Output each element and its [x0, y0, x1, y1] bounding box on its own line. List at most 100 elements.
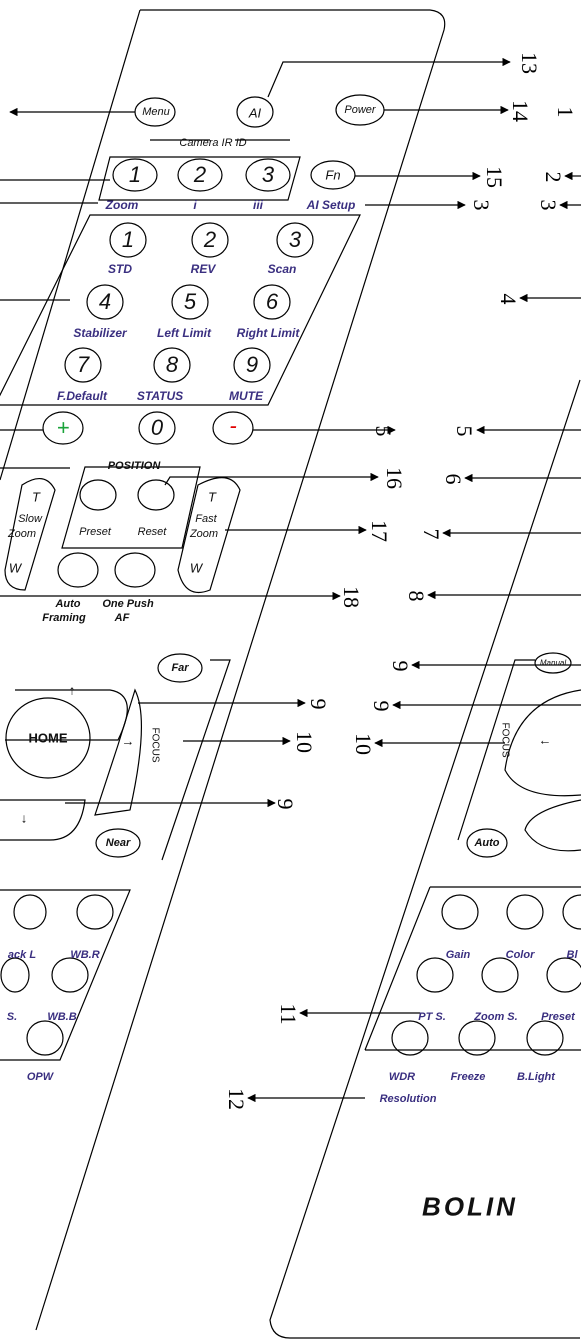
- key-label-left-limit: Left Limit: [157, 326, 211, 340]
- key-0: 0: [150, 415, 164, 440]
- camera-ir-3: 3: [261, 162, 275, 187]
- home-button: HOME: [28, 730, 68, 746]
- callout-2: 2: [541, 171, 566, 183]
- callout-5-left: 5: [371, 425, 396, 437]
- callout-14: 14: [508, 100, 533, 122]
- fast-zoom-line2: Zoom: [189, 528, 219, 540]
- focus-label-right: FOCUS: [499, 722, 511, 758]
- left-lower-label-1: ack L: [7, 949, 37, 961]
- grid-label-wdr: WDR: [388, 1071, 416, 1083]
- callout-12: 12: [224, 1088, 249, 1110]
- key-2: 2: [203, 227, 217, 252]
- callout-9-a: 9: [388, 660, 413, 672]
- auto-framing-line1: Auto: [55, 598, 81, 610]
- callout-6: 6: [441, 473, 466, 485]
- key-label-rev: REV: [190, 262, 216, 276]
- grid-label-color: Color: [505, 949, 535, 961]
- key-label-stabilizer: Stabilizer: [73, 326, 127, 340]
- minus-button: -: [229, 413, 237, 438]
- one-push-af-line1: One Push: [102, 598, 154, 610]
- camera-ir-label-i: i: [193, 198, 197, 212]
- ai-button: AI: [248, 105, 262, 121]
- manual-button: Manual: [539, 658, 567, 668]
- callout-3: 3: [536, 199, 561, 211]
- focus-label-left: FOCUS: [149, 727, 161, 763]
- callout-10-left: 10: [292, 731, 317, 753]
- fn-button: Fn: [325, 167, 341, 183]
- left-lower-label-5: OPW: [26, 1071, 54, 1083]
- up-arrow-icon: ↑: [68, 682, 76, 698]
- preset-label: Preset: [79, 526, 111, 538]
- camera-ir-2: 2: [193, 162, 207, 187]
- callout-9-b: 9: [369, 700, 394, 712]
- position-title: POSITION: [107, 460, 161, 472]
- callout-1: 1: [553, 106, 578, 118]
- reset-label: Reset: [137, 526, 167, 538]
- callout-9-focus-right: 9: [306, 698, 331, 710]
- key-8: 8: [165, 352, 179, 377]
- callout-3-left: 3: [469, 199, 494, 211]
- key-3: 3: [288, 227, 302, 252]
- key-label-scan: Scan: [267, 262, 297, 276]
- slow-zoom-t: T: [32, 489, 40, 505]
- callout-4: 4: [496, 293, 521, 305]
- callout-10: 10: [351, 733, 376, 755]
- key-5: 5: [183, 289, 197, 314]
- key-label-right-limit: Right Limit: [236, 326, 300, 340]
- left-lower-label-3: S.: [6, 1011, 18, 1023]
- callout-13: 13: [517, 52, 542, 74]
- slow-zoom-line2: Zoom: [7, 528, 37, 540]
- callout-8: 8: [404, 590, 429, 602]
- right-arrow-icon: →: [121, 733, 135, 749]
- key-4: 4: [98, 289, 112, 314]
- bolin-logo: BOLIN: [422, 1191, 518, 1222]
- callout-17: 17: [367, 520, 392, 542]
- callout-16: 16: [382, 467, 407, 489]
- grid-label-gain: Gain: [445, 949, 471, 961]
- fn-label: AI Setup: [306, 198, 356, 212]
- grid-label-bl: Bl: [566, 949, 578, 961]
- callout-15: 15: [482, 166, 507, 188]
- key-label-fdefault: F.Default: [56, 389, 108, 403]
- grid-label-freeze: Freeze: [450, 1071, 486, 1083]
- left-lower-label-4: WB.B: [47, 1011, 77, 1023]
- callout-7: 7: [419, 528, 444, 540]
- callout-5: 5: [452, 425, 477, 437]
- left-lower-label-2: WB.R: [70, 949, 100, 961]
- right-remote-outline: [269, 379, 581, 1339]
- grid-label-preset: Preset: [541, 1011, 575, 1023]
- callout-9-down: 9: [273, 798, 298, 810]
- left-remote-outline: [35, 9, 446, 1331]
- near-button: Near: [105, 837, 131, 849]
- key-7: 7: [76, 352, 90, 377]
- far-button: Far: [171, 662, 189, 674]
- key-label-mute: MUTE: [229, 389, 263, 403]
- plus-button: +: [56, 415, 70, 440]
- camera-ir-title: Camera IR ID: [179, 137, 247, 149]
- auto-framing-line2: Framing: [42, 612, 86, 624]
- one-push-af-line2: AF: [114, 612, 130, 624]
- power-button: Power: [344, 104, 376, 116]
- camera-ir-1: 1: [128, 162, 142, 187]
- callout-11: 11: [276, 1003, 301, 1025]
- left-arrow-icon: ←: [538, 732, 552, 748]
- grid-label-blight: B.Light: [517, 1071, 555, 1083]
- grid-label-zooms: Zoom S.: [474, 1011, 518, 1023]
- key-label-std: STD: [108, 262, 132, 276]
- resolution-label: Resolution: [379, 1093, 437, 1105]
- down-arrow-icon: ↓: [20, 810, 28, 826]
- grid-label-pts: PT S.: [418, 1011, 446, 1023]
- camera-ir-label-zoom: Zoom: [105, 198, 139, 212]
- fast-zoom-w: W: [189, 560, 203, 576]
- fast-zoom-t: T: [208, 489, 216, 505]
- slow-zoom-w: W: [8, 560, 22, 576]
- slow-zoom-line1: Slow: [18, 513, 42, 525]
- key-6: 6: [265, 289, 279, 314]
- camera-ir-label-iii: iii: [252, 198, 264, 212]
- key-1: 1: [121, 227, 135, 252]
- auto-button: Auto: [474, 837, 500, 849]
- key-9: 9: [245, 352, 259, 377]
- callout-18: 18: [339, 586, 364, 608]
